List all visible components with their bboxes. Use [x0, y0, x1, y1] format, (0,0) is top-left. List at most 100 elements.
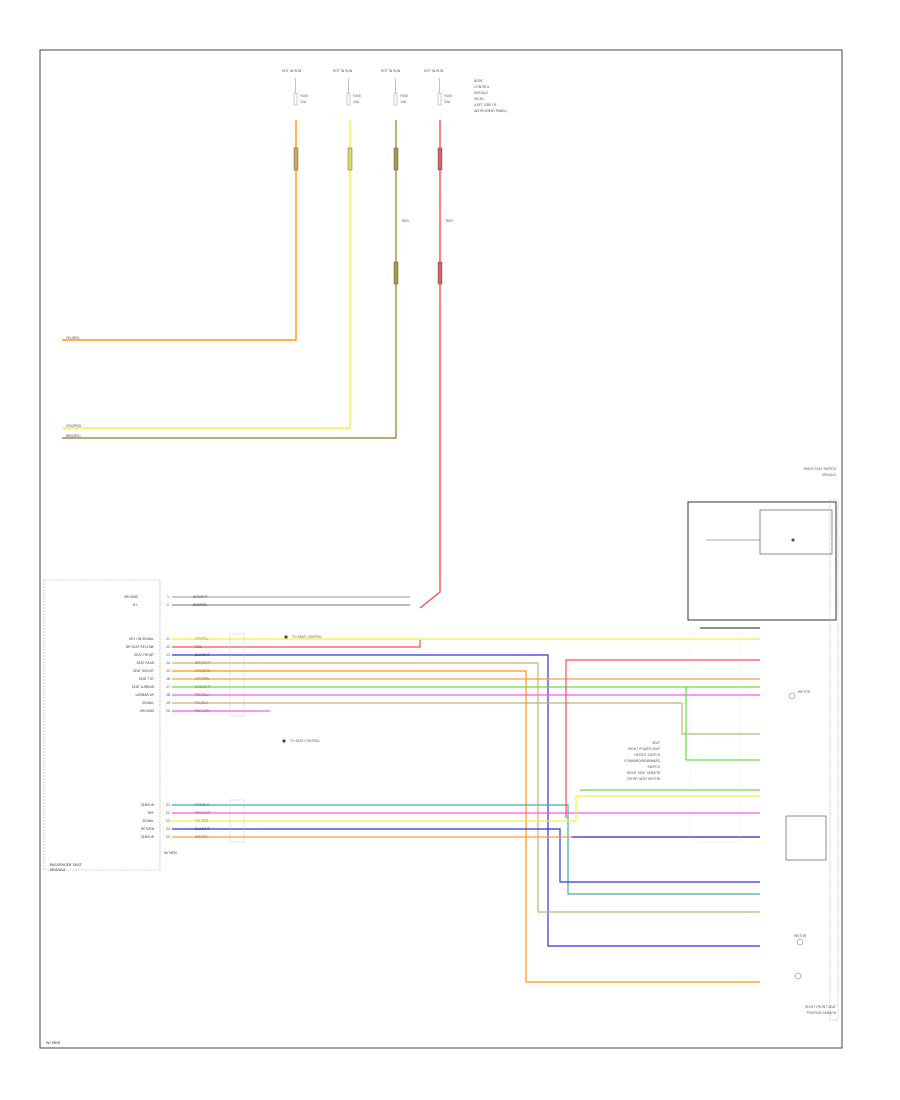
pin-18-name: LUMBAR UP	[135, 693, 154, 697]
fuse-note-line-6: INSTRUMENT PANEL)	[474, 109, 507, 113]
pin-15-num: 15	[166, 669, 170, 673]
pin-19-num: 19	[166, 701, 170, 705]
seat-module-box	[43, 579, 161, 871]
splice-note-2: TO SEAT CONTROL	[289, 739, 320, 743]
pin-16-num: 16	[166, 677, 170, 681]
feed-wires: RED RED	[62, 120, 453, 609]
tan-feed-wire	[62, 120, 397, 439]
fuse-headers: HOT IN RUN FUSE 15A HOT IN RUN FUSE 10A …	[282, 69, 507, 113]
splice-note-1: TO SEAT CONTROL	[291, 635, 322, 639]
right-connector-strip	[829, 499, 839, 1021]
right-bottom-label-1: RIGHT FRONT SEAT	[805, 1005, 836, 1009]
fuse-4-amps: 20A	[444, 100, 451, 104]
left-wire-labels: YEL/RED ORG/RED BRN/RED	[66, 336, 81, 438]
fuse-note-line-1: BODY	[474, 79, 483, 83]
pin-20-name: GROUND	[140, 709, 155, 713]
seat-module-label-1: PASSENGER SEAT	[50, 863, 82, 867]
fuse-panel-note: BODY CONTROL MODULE (BCM) (LEFT SIDE OF …	[474, 79, 507, 113]
pin-17-num: 17	[166, 685, 170, 689]
fuse-note-line-4: (BCM)	[474, 97, 484, 101]
red-wire-note-2: RED	[402, 219, 409, 223]
pin-24-name: RETURN	[141, 827, 155, 831]
pin-19-name: SIGNAL	[142, 701, 154, 705]
right-components: MOTOR MOTOR RIGHT FRONT SEAT POSITION SE…	[785, 690, 837, 1015]
yellow-feed-wire	[62, 120, 351, 429]
right-note-7: FRONT SEAT MOTOR	[627, 777, 661, 781]
right-note-2: RIGHT POWER SEAT	[628, 747, 660, 751]
wire-pin-21	[172, 804, 760, 895]
fuse-2-name: FUSE	[353, 94, 361, 98]
wire-pin-14	[172, 662, 760, 913]
pin-11-name: KEY ON SIGNAL	[129, 637, 154, 641]
fuse-3-label: HOT IN RUN	[381, 69, 401, 73]
pin-13-num: 13	[166, 653, 170, 657]
wire-red-drop	[565, 659, 760, 818]
fuse-4: HOT IN RUN FUSE 20A	[424, 69, 452, 106]
fuse-note-line-2: CONTROL	[474, 85, 490, 89]
fuse-4-label: HOT IN RUN	[424, 69, 444, 73]
upper-pin-2-num: 2	[167, 603, 169, 607]
pin-12-name: DR SEAT RECLINE	[126, 645, 154, 649]
fuse-note-line-5: (LEFT SIDE OF	[474, 103, 497, 107]
right-note-4: FORWARD/REARWARD	[624, 759, 660, 763]
pin-25-num: 25	[166, 835, 170, 839]
pin-11-num: 11	[166, 637, 170, 641]
fuse-1-amps: 15A	[300, 100, 307, 104]
pin-24-num: 24	[166, 827, 170, 831]
right-mid-note: SEAT RIGHT POWER SEAT HEIGHT SWITCH FORW…	[624, 741, 660, 781]
pin-12-num: 12	[166, 645, 170, 649]
diagram-frame	[39, 49, 843, 1049]
right-note-3: HEIGHT SWITCH	[634, 753, 660, 757]
fuse-4-name: FUSE	[444, 94, 452, 98]
right-top-label-1: RIGHT SEAT SWITCH	[804, 467, 837, 471]
pin-23-num: 23	[166, 819, 170, 823]
fuse-1-label: HOT IN RUN	[282, 69, 302, 73]
seat-module: PASSENGER SEAT MODULE GROUND 1 BLK/WHT B…	[43, 579, 410, 872]
fuse-3: HOT IN RUN FUSE 10A	[381, 69, 408, 106]
pin-13-name: SEAT FRONT	[134, 653, 154, 657]
wire-pin-15	[172, 670, 760, 983]
right-top-label-2: MODULE	[822, 473, 836, 477]
right-switch-box	[687, 501, 837, 621]
pin-25-name: SENSOR	[141, 835, 155, 839]
orange-feed-wire	[62, 120, 297, 341]
fuse-2-label: HOT IN RUN	[333, 69, 353, 73]
motor-2-label: MOTOR	[794, 934, 807, 938]
pin-14-name: SEAT REAR	[136, 661, 154, 665]
fuse-1: HOT IN RUN FUSE 15A	[282, 69, 308, 106]
upper-pin-1-num: 1	[167, 595, 169, 599]
footer-tag-module: W/ MEM	[164, 851, 177, 855]
module-pins: KEY ON SIGNAL 11 GRY/YEL DR SEAT RECLINE…	[126, 637, 211, 713]
pin-15-name: SEAT HEIGHT	[133, 669, 154, 673]
red-wire-note: RED	[446, 219, 453, 223]
wire-pin-24	[172, 828, 760, 883]
motor-2: MOTOR	[794, 934, 807, 946]
fuse-3-amps: 10A	[400, 100, 407, 104]
right-switch-module: RIGHT SEAT SWITCH MODULE	[687, 467, 837, 621]
right-bottom-label-2: POSITION SENSOR	[807, 1011, 837, 1015]
left-label-yel: YEL/RED	[66, 336, 80, 340]
right-note-6: RIGHT SEAT SENSOR	[627, 771, 661, 775]
right-note-5: SWITCH	[648, 765, 661, 769]
fuse-2: HOT IN RUN FUSE 10A	[333, 69, 361, 106]
footer-tag: W/ MEM	[46, 1041, 60, 1045]
harness-wires	[172, 619, 760, 983]
splice-notes: TO SEAT CONTROL TO SEAT CONTROL	[282, 635, 322, 743]
seat-module-label-2: MODULE	[50, 868, 66, 872]
wire-green-right	[685, 687, 760, 761]
pin-18-num: 18	[166, 693, 170, 697]
pin-22-name: REF	[148, 811, 154, 815]
wire-pin-13	[172, 654, 760, 947]
pin-21-num: 21	[166, 803, 170, 807]
upper-pin-2-name: B+	[133, 603, 138, 607]
sensor-box	[785, 815, 827, 861]
pin-20-num: 20	[166, 709, 170, 713]
pin-17-name: SEAT LUMBAR	[132, 685, 155, 689]
fuse-note-line-3: MODULE	[474, 91, 488, 95]
wire-pin-19	[172, 702, 760, 735]
motor-1: MOTOR	[788, 690, 811, 700]
pin-16-name: SEAT TILT	[139, 677, 154, 681]
right-note-1: SEAT	[652, 741, 660, 745]
wire-pin-12	[172, 640, 421, 648]
